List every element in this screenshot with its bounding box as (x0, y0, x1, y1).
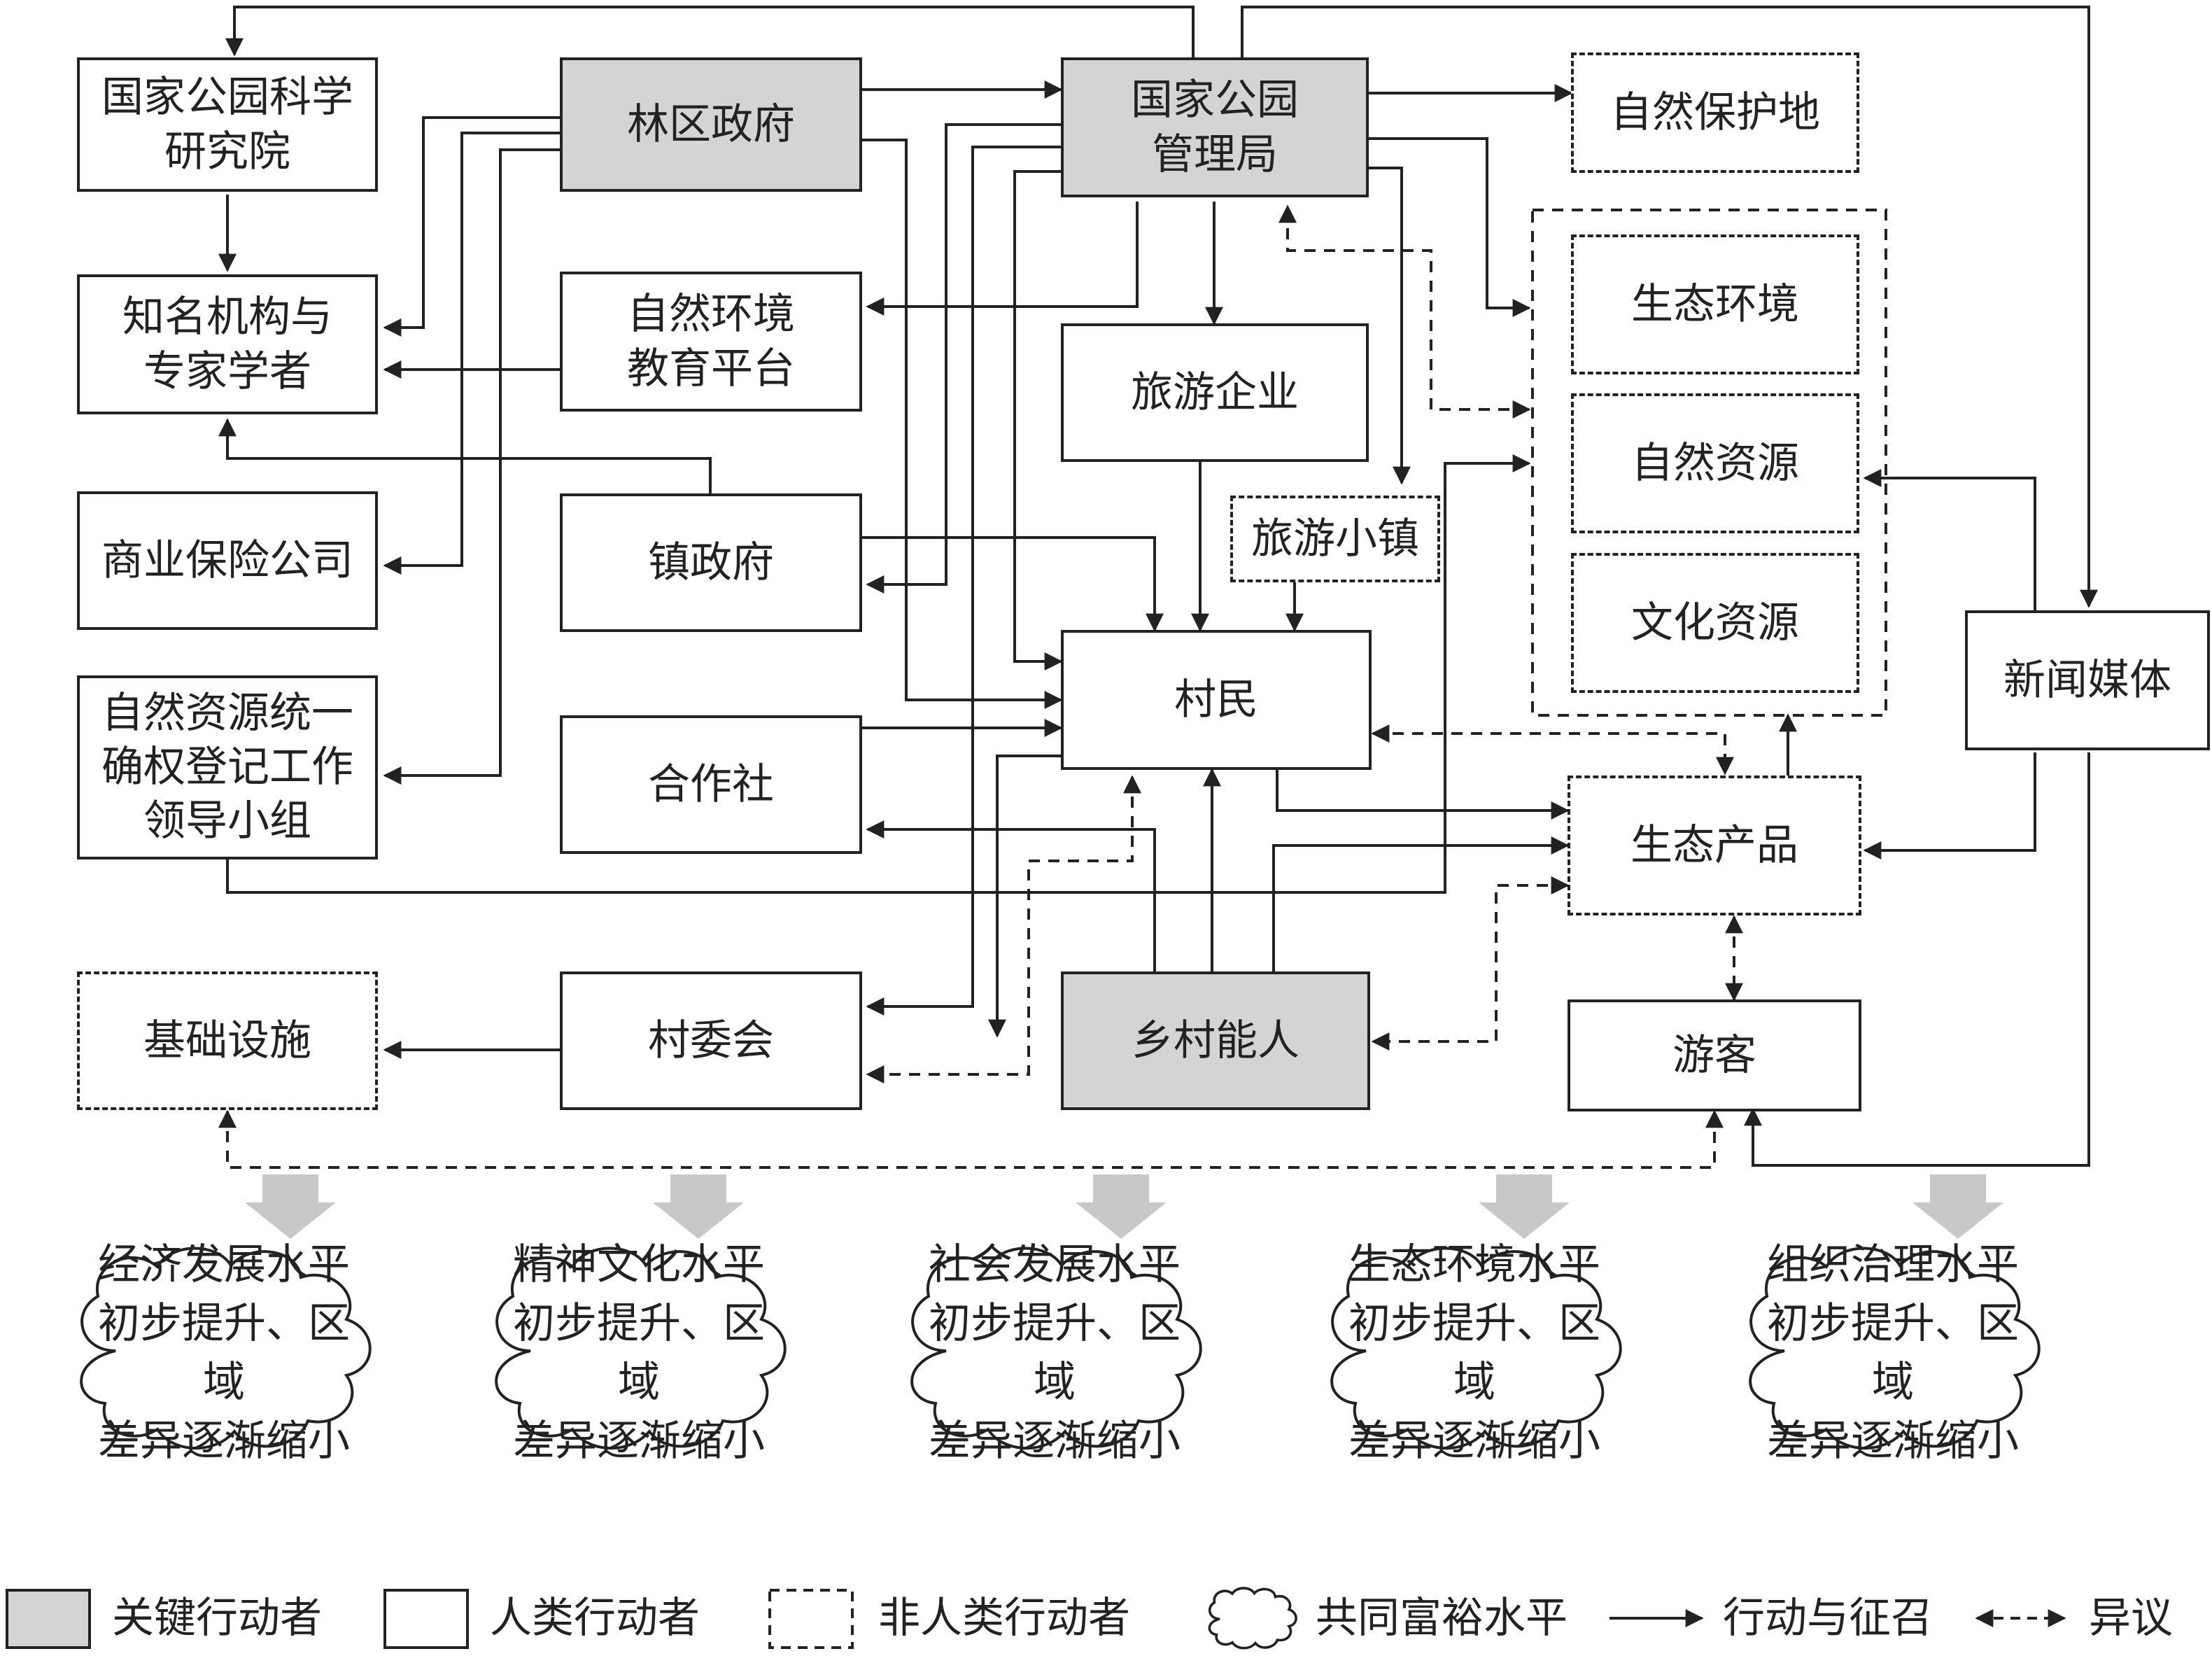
link-admin-eco-env (1368, 137, 1531, 317)
link-admin-committee (866, 146, 1061, 1016)
node-village-committee: 村委会 (560, 971, 862, 1110)
legend-nonhuman-swatch (768, 1589, 854, 1649)
node-cooperative: 合作社 (560, 715, 862, 854)
node-tourism-company: 旅游企业 (1061, 323, 1369, 462)
legend-cloud-swatch (1208, 1587, 1297, 1650)
link-villagers-ecoproducts (1276, 770, 1570, 820)
outcome-arrow-1 (245, 1174, 336, 1239)
node-forest-gov: 林区政府 (560, 57, 862, 192)
node-eco-products: 生态产品 (1568, 776, 1861, 915)
outcome-social: 社会发展水平 初步提升、区域 差异逐渐缩小 (929, 1242, 1181, 1464)
outcome-arrow-5 (1912, 1174, 2003, 1239)
node-insurance: 商业保险公司 (77, 491, 378, 630)
link-forest-experts (383, 116, 560, 337)
node-tourism-town: 旅游小镇 (1230, 496, 1440, 582)
node-rural-elite: 乡村能人 (1061, 971, 1370, 1110)
node-registration-group: 自然资源统一 确权登记工作 领导小组 (77, 675, 378, 859)
link-admin-edu (866, 202, 1139, 316)
link-media-tourists (1744, 752, 2090, 1167)
node-academy: 国家公园科学 研究院 (77, 57, 378, 192)
link-elite-ecoproducts (1272, 836, 1570, 971)
node-park-admin: 国家公园 管理局 (1061, 57, 1369, 197)
dissent-infra-tourists (218, 1109, 1724, 1169)
outcome-governance: 组织治理水平 初步提升、区域 差异逐渐缩小 (1767, 1242, 2019, 1464)
link-towngov-experts (218, 418, 712, 496)
outcome-arrow-3 (1076, 1174, 1167, 1239)
dissent-villagers-ecoproducts (1371, 724, 1734, 776)
node-natural-resources: 自然资源 (1571, 393, 1859, 533)
link-admin-towngov (866, 123, 1061, 594)
cloud-shape-5 (1749, 1247, 2041, 1450)
link-admin-villagers (1013, 170, 1063, 671)
eco-group-container (1531, 209, 1887, 717)
node-town-gov: 镇政府 (560, 493, 862, 632)
outcome-economic: 经济发展水平 初步提升、区域 差异逐渐缩小 (98, 1242, 350, 1464)
link-admin-media (1241, 6, 2098, 608)
link-forest-insurance (383, 132, 560, 575)
link-media-ecoproducts (1863, 752, 2036, 859)
node-eco-environment: 生态环境 (1571, 234, 1859, 374)
link-admin-academy (225, 6, 1195, 62)
outcome-arrow-2 (653, 1174, 744, 1239)
legend-nonhuman-actor: 非人类行动者 (878, 1595, 1130, 1641)
link-forest-villagers (862, 139, 1063, 709)
link-elite-coop (866, 820, 1156, 971)
node-nature-reserve: 自然保护地 (1571, 52, 1859, 173)
legend-action: 行动与征召 (1723, 1595, 1933, 1641)
legend-key-swatch (6, 1589, 91, 1649)
link-forest-registration (383, 148, 560, 785)
legend-common-prosperity: 共同富裕水平 (1316, 1595, 1568, 1641)
cloud-shape-3 (910, 1247, 1202, 1450)
legend-human-actor: 人类行动者 (490, 1595, 700, 1641)
node-tourists: 游客 (1568, 999, 1861, 1111)
outcome-ecology: 生态环境水平 初步提升、区域 差异逐渐缩小 (1348, 1242, 1600, 1464)
link-towngov-villagers (862, 536, 1164, 632)
legend-dissent: 异议 (2089, 1595, 2173, 1641)
dissent-ecoproducts-elite (1371, 876, 1570, 1051)
node-cultural-resources: 文化资源 (1571, 553, 1859, 693)
outcome-culture: 精神文化水平 初步提升、区域 差异逐渐缩小 (513, 1242, 765, 1464)
node-edu-platform: 自然环境 教育平台 (560, 272, 862, 412)
node-experts: 知名机构与 专家学者 (77, 274, 378, 414)
node-infrastructure: 基础设施 (77, 971, 378, 1110)
node-news-media: 新闻媒体 (1965, 610, 2210, 750)
cloud-shape-1 (80, 1247, 372, 1450)
legend-key-actor: 关键行动者 (112, 1595, 322, 1641)
node-villagers: 村民 (1061, 630, 1372, 770)
cloud-shape-2 (495, 1247, 787, 1450)
outcome-arrow-4 (1479, 1174, 1570, 1239)
legend-human-swatch (383, 1589, 469, 1649)
link-media-resources (1863, 469, 2036, 615)
dissent-admin-eco (1278, 204, 1531, 419)
link-admin-tourism-town (1368, 167, 1411, 485)
dissent-villagers-committee (866, 775, 1141, 1083)
cloud-shape-4 (1330, 1247, 1622, 1450)
